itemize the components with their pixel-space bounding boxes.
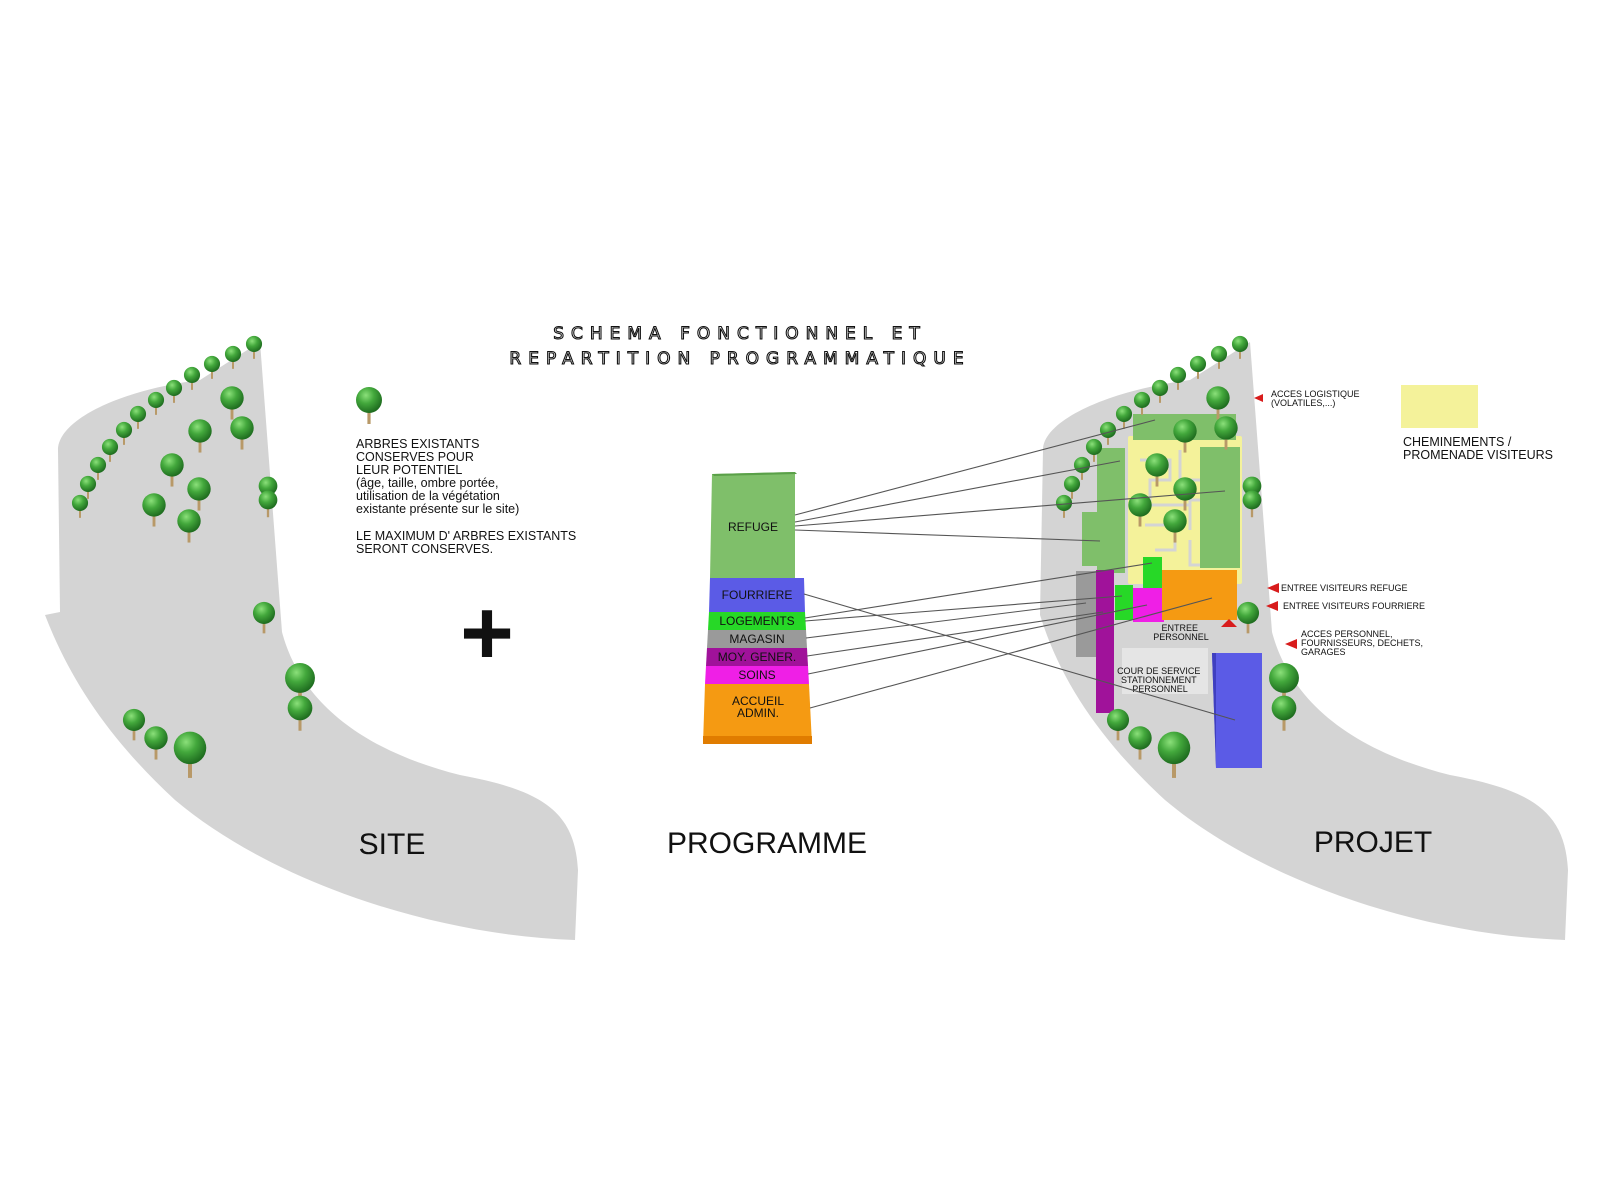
- title-line-1: SCHEMA FONCTIONNEL ET: [553, 324, 927, 344]
- connector-refuge-4: [794, 529, 1101, 542]
- projet-logements-a: [1143, 557, 1162, 588]
- refuge-top-edge: [712, 472, 797, 476]
- tree-note: ARBRES EXISTANTS CONSERVES POUR LEUR POT…: [356, 387, 580, 556]
- projet-refuge-left-b: [1082, 512, 1125, 566]
- site-label: SITE: [359, 828, 426, 861]
- programme-block-refuge: [710, 472, 795, 578]
- programme-block-accueil: [703, 684, 812, 744]
- connector-magasin: [805, 602, 1087, 639]
- programme-stack: REFUGE FOURRIERE LOGEMENTS MAGASIN MOY. …: [667, 472, 867, 860]
- label-acces-personnel: ACCES PERSONNEL, FOURNISSEURS, DECHETS, …: [1301, 629, 1426, 657]
- legend-label-cheminements: CHEMINEMENTS / PROMENADE VISITEURS: [1403, 435, 1553, 462]
- connector-accueil: [809, 597, 1213, 709]
- programme-block-fourriere: [709, 578, 805, 612]
- block-label-moy-gener: MOY. GENER.: [718, 650, 796, 664]
- title-line-2: REPARTITION PROGRAMMATIQUE: [509, 349, 970, 369]
- block-label-accueil-2: ADMIN.: [737, 706, 779, 720]
- connector-lines: [794, 419, 1236, 721]
- programme-block-soins: [705, 666, 809, 684]
- tree-note-text: ARBRES EXISTANTS CONSERVES POUR LEUR POT…: [356, 437, 519, 516]
- connector-logements-1: [804, 562, 1153, 619]
- tree-note-text-2: LE MAXIMUM D' ARBRES EXISTANTS SERONT CO…: [356, 529, 580, 556]
- projet-moy-gener: [1096, 570, 1114, 713]
- label-entree-fourriere: ENTREE VISITEURS FOURRIERE: [1283, 601, 1425, 611]
- block-label-magasin: MAGASIN: [729, 632, 784, 646]
- connector-moy-gener: [806, 611, 1104, 657]
- block-label-accueil-1: ACCUEIL: [732, 694, 784, 708]
- projet-panel: ENTREE PERSONNEL COUR DE SERVICE STATION…: [1040, 335, 1568, 940]
- projet-accueil: [1162, 570, 1237, 620]
- connector-refuge-3: [794, 490, 1226, 527]
- programme-block-logements: [708, 612, 806, 630]
- label-entree-refuge: ENTREE VISITEURS REFUGE: [1281, 583, 1408, 593]
- connector-refuge-1: [794, 419, 1156, 516]
- projet-logements-b: [1115, 585, 1133, 620]
- projet-fourriere: [1212, 653, 1262, 768]
- block-label-soins: SOINS: [738, 668, 775, 682]
- programme-label: PROGRAMME: [667, 827, 867, 860]
- plus-icon: +: [460, 582, 514, 684]
- projet-label: PROJET: [1314, 826, 1432, 859]
- programme-block-moy-gener: [706, 648, 808, 666]
- red-triangle-arrow-icon: [1285, 639, 1297, 649]
- block-label-fourriere: FOURRIERE: [722, 588, 793, 602]
- fourriere-side: [1212, 653, 1216, 768]
- red-triangle-arrow-icon: [1254, 394, 1263, 402]
- site-panel: SITE: [45, 335, 578, 940]
- connector-refuge-2: [794, 460, 1121, 523]
- site-ground: [45, 342, 578, 940]
- diagram-title: SCHEMA FONCTIONNEL ET REPARTITION PROGRA…: [509, 323, 970, 369]
- tree-icon: [356, 387, 382, 424]
- projet-refuge-right: [1200, 447, 1240, 568]
- connector-soins: [807, 604, 1148, 675]
- block-label-logements: LOGEMENTS: [719, 614, 794, 628]
- red-triangle-arrow-icon: [1221, 619, 1237, 627]
- label-cour-service: COUR DE SERVICE STATIONNEMENT PERSONNEL: [1117, 666, 1203, 694]
- legend-swatch-cheminements: [1401, 385, 1478, 428]
- service-yard: [1122, 648, 1208, 694]
- label-acces-logistique: ACCES LOGISTIQUE (VOLATILES,...): [1271, 389, 1362, 408]
- projet-soins: [1133, 588, 1164, 622]
- red-triangle-arrow-icon: [1266, 601, 1278, 611]
- red-triangle-arrow-icon: [1267, 583, 1279, 593]
- accueil-base-edge: [703, 736, 812, 744]
- label-entree-personnel: ENTREE PERSONNEL: [1153, 623, 1209, 642]
- connector-logements-2: [804, 595, 1123, 622]
- block-label-refuge: REFUGE: [728, 520, 778, 534]
- programme-block-magasin: [707, 630, 807, 648]
